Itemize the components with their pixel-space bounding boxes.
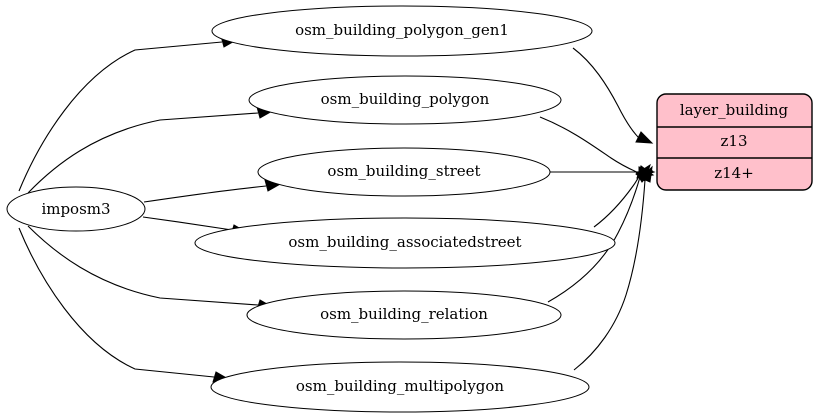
- node-osm-building-relation-label: osm_building_relation: [320, 305, 488, 323]
- node-osm-building-polygon[interactable]: osm_building_polygon: [248, 75, 562, 125]
- node-osm-building-polygon-gen1-shape[interactable]: [211, 5, 593, 57]
- node-osm-building-relation-shape[interactable]: [246, 290, 562, 340]
- edge-imposm3-to-osm-building-polygon: [27, 106, 276, 194]
- edge-imposm3-to-osm-building-multipolygon: [18, 227, 232, 383]
- node-osm-building-polygon-label: osm_building_polygon: [321, 90, 490, 108]
- node-osm-building-polygon-shape[interactable]: [248, 75, 562, 125]
- record-row-z14plus-label: z14+: [714, 164, 754, 182]
- node-imposm3-shape[interactable]: [6, 186, 146, 232]
- edge-imposm3-to-osm-building-polygon-gen1: [18, 35, 240, 192]
- edge-imposm3-to-osm-building-street: [143, 179, 284, 203]
- node-osm-building-multipolygon[interactable]: osm_building_multipolygon: [210, 361, 590, 413]
- node-osm-building-multipolygon-shape[interactable]: [210, 361, 590, 413]
- node-osm-building-street-shape[interactable]: [257, 147, 551, 197]
- node-imposm3-label: imposm3: [41, 200, 110, 218]
- node-osm-building-multipolygon-label: osm_building_multipolygon: [296, 377, 505, 395]
- node-osm-building-relation[interactable]: osm_building_relation: [246, 290, 562, 340]
- node-osm-building-associatedstreet[interactable]: osm_building_associatedstreet: [194, 217, 616, 269]
- record-row-z13-label: z13: [721, 132, 748, 150]
- edge-group-tables-to-layer: [539, 47, 656, 371]
- edge-osm-building-multipolygon-to-layer-z14plus: [573, 165, 653, 371]
- node-osm-building-street[interactable]: osm_building_street: [257, 147, 551, 197]
- node-osm-building-associatedstreet-label: osm_building_associatedstreet: [288, 233, 521, 251]
- node-osm-building-polygon-gen1[interactable]: osm_building_polygon_gen1: [211, 5, 593, 57]
- node-osm-building-street-label: osm_building_street: [327, 162, 480, 180]
- record-row-layer-building-label: layer_building: [680, 101, 789, 119]
- node-imposm3[interactable]: imposm3: [6, 186, 146, 232]
- node-layer-building-shape[interactable]: [656, 93, 813, 191]
- node-osm-building-associatedstreet-shape[interactable]: [194, 217, 616, 269]
- edge-osm-building-polygon-gen1-to-layer-z13: [572, 47, 654, 144]
- edge-osm-building-polygon-to-layer-z14plus: [539, 116, 655, 179]
- node-layer-building[interactable]: layer_building z13 z14+: [656, 93, 813, 191]
- node-osm-building-polygon-gen1-label: osm_building_polygon_gen1: [295, 21, 509, 39]
